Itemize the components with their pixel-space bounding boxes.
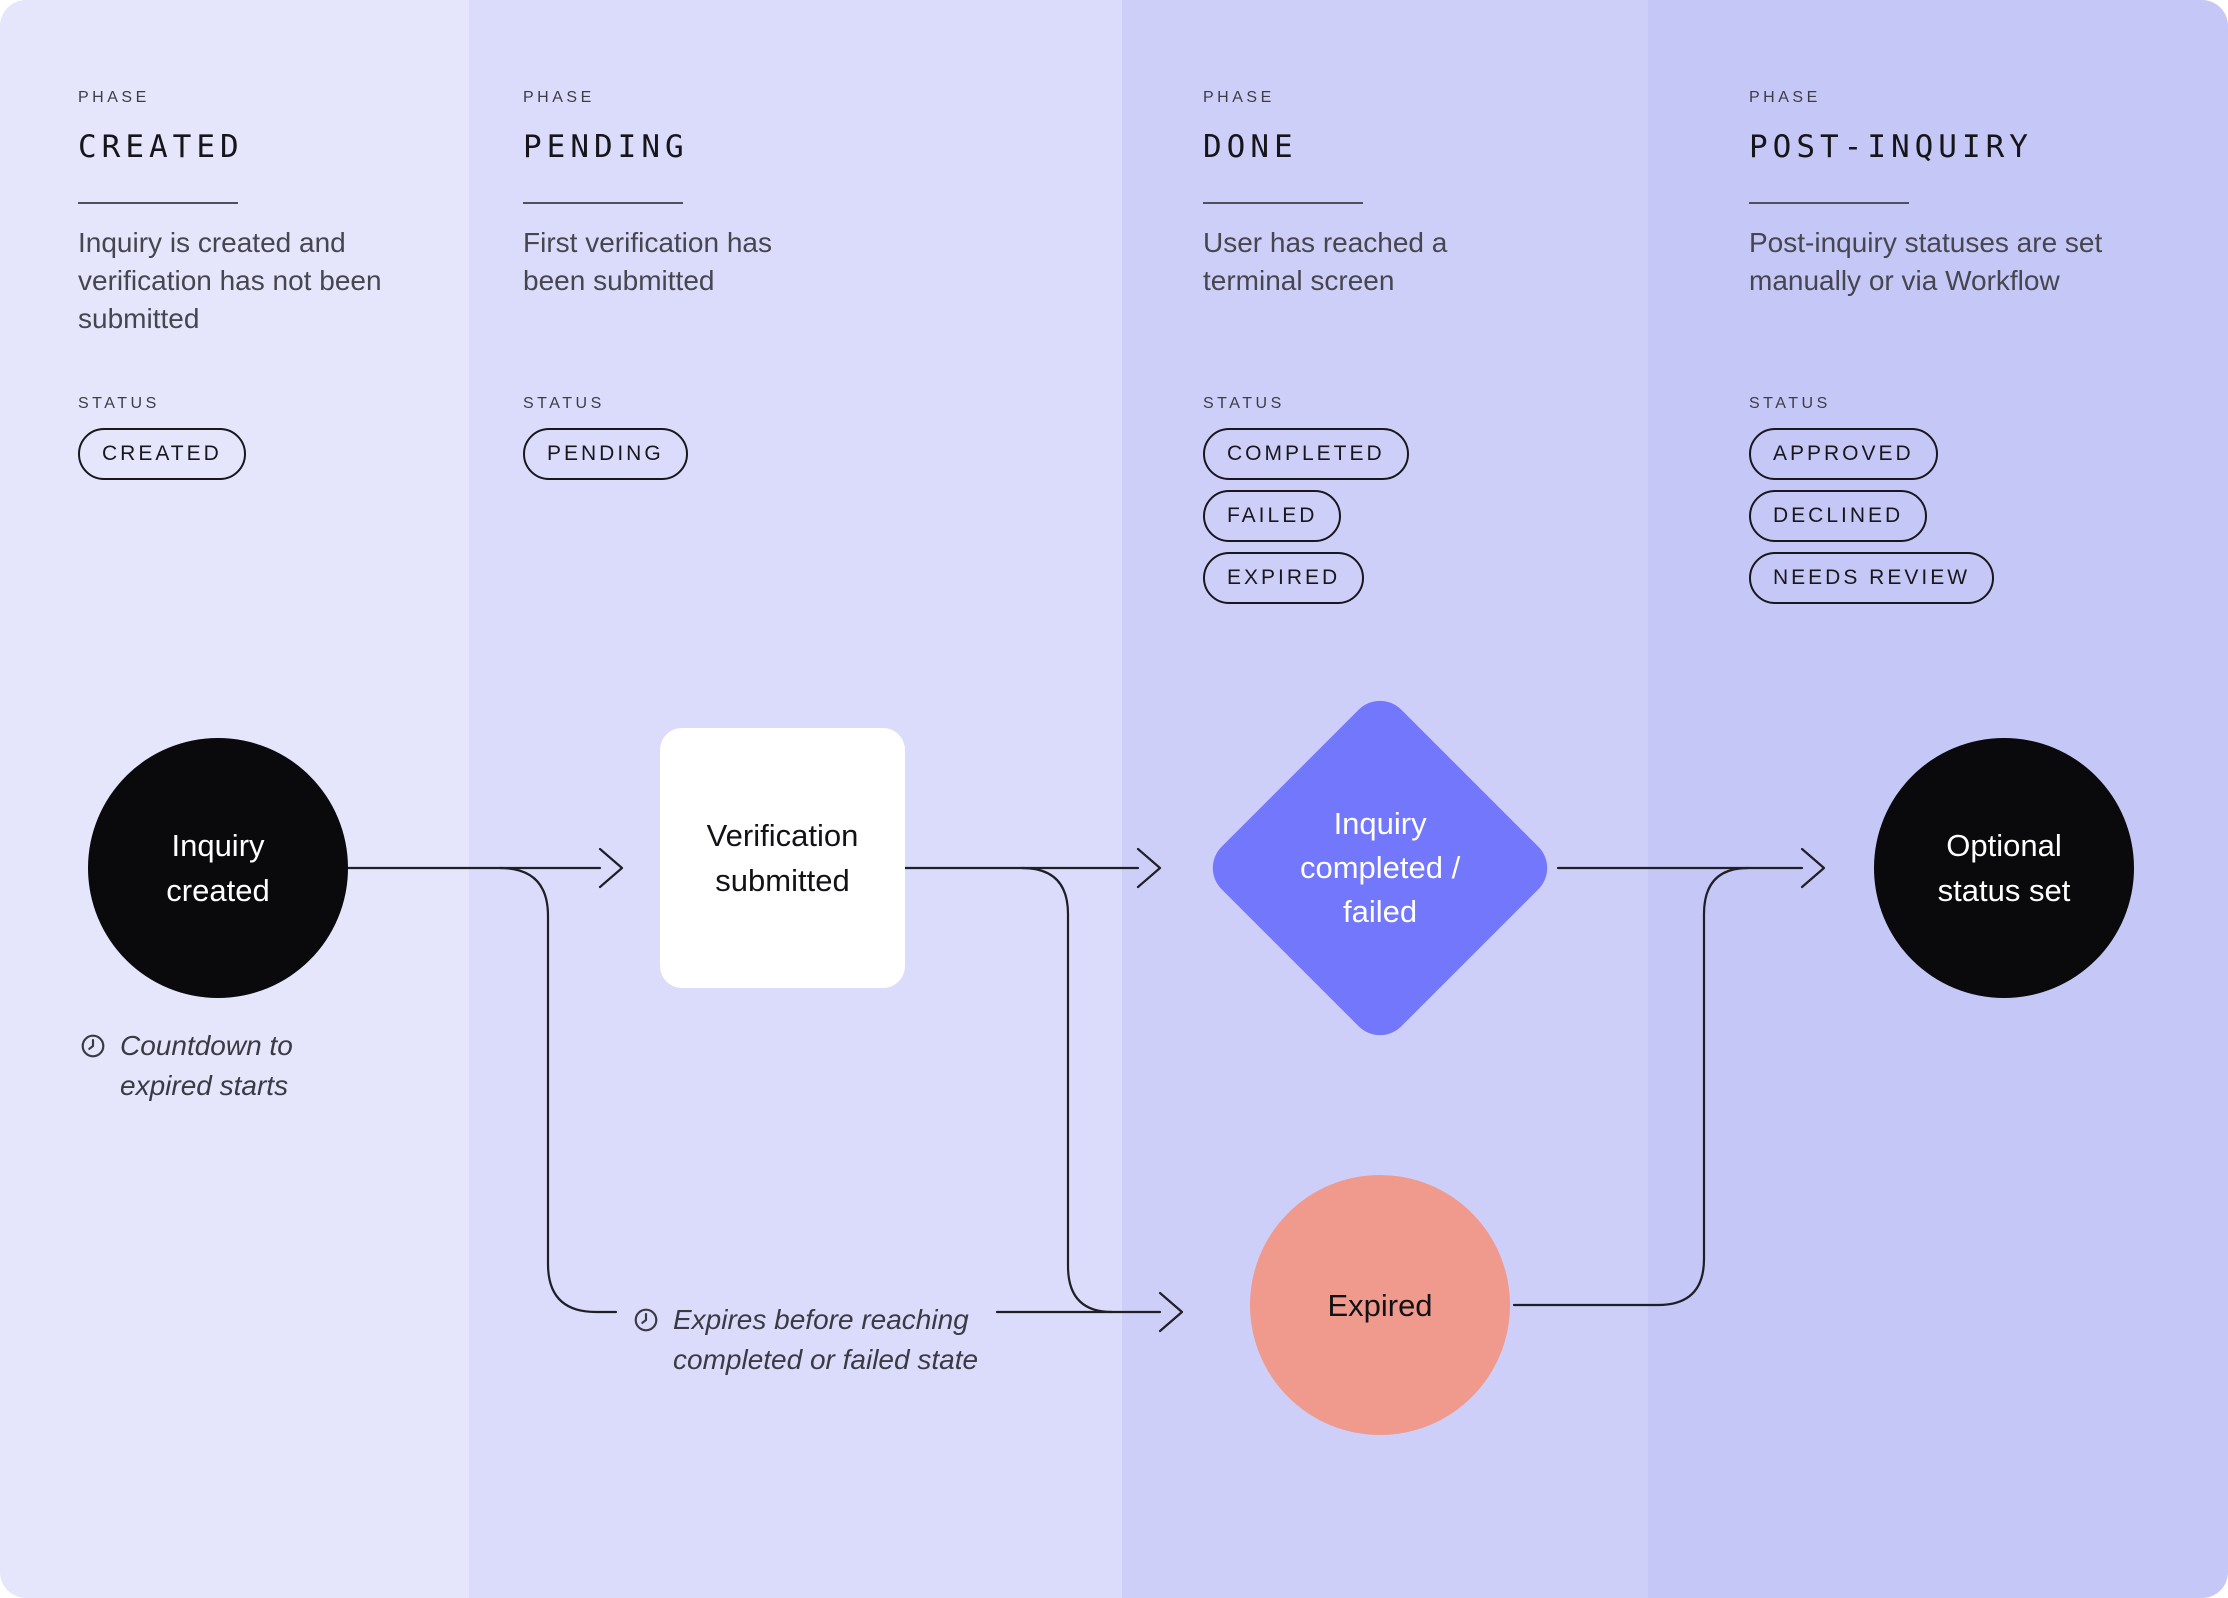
- node-optional-status-set: Optional status set: [1874, 738, 2134, 998]
- status-badge-declined: DECLINED: [1749, 490, 1928, 542]
- clock-icon: [634, 1308, 658, 1332]
- phase-title-post-inquiry: POST-INQUIRY: [1749, 129, 2033, 165]
- divider: [1749, 202, 1909, 204]
- node-verification-submitted: Verification submitted: [660, 728, 905, 988]
- divider: [1203, 202, 1363, 204]
- phase-header-created: PHASE CREATED Inquiry is created and ver…: [78, 88, 382, 338]
- phase-title-done: DONE: [1203, 129, 1298, 165]
- status-badge-approved: APPROVED: [1749, 428, 1938, 480]
- status-label: STATUS: [1749, 395, 1831, 412]
- clock-icon: [81, 1034, 105, 1058]
- status-badge-completed: COMPLETED: [1203, 428, 1409, 480]
- phase-description: User has reached a terminal screen: [1203, 227, 1448, 296]
- status-label: STATUS: [78, 395, 160, 412]
- phase-header-done: PHASE DONE User has reached a terminal s…: [1203, 88, 1447, 300]
- divider: [78, 202, 238, 204]
- node-expired: Expired: [1250, 1175, 1510, 1435]
- divider: [523, 202, 683, 204]
- phase-description: Inquiry is created and verification has …: [78, 227, 382, 334]
- phase-label: PHASE: [78, 89, 150, 106]
- note-expires-before-terminal: Expires before reaching completed or fai…: [633, 1300, 978, 1380]
- status-block-post-inquiry: STATUS APPROVED DECLINED NEEDS REVIEW: [1749, 394, 1995, 604]
- note-countdown-to-expired: Countdown to expired starts: [80, 1026, 293, 1106]
- status-badge-created: CREATED: [78, 428, 246, 480]
- status-block-created: STATUS CREATED: [78, 394, 246, 480]
- phase-label: PHASE: [1203, 89, 1275, 106]
- phase-title-pending: PENDING: [523, 129, 689, 165]
- phase-title-created: CREATED: [78, 129, 244, 165]
- status-badge-expired: EXPIRED: [1203, 552, 1365, 604]
- node-inquiry-created: Inquiry created: [88, 738, 348, 998]
- status-label: STATUS: [523, 395, 605, 412]
- phase-column-created: PHASE CREATED Inquiry is created and ver…: [0, 0, 469, 1598]
- phase-description: Post-inquiry statuses are set manually o…: [1749, 227, 2103, 296]
- status-block-done: STATUS COMPLETED FAILED EXPIRED: [1203, 394, 1409, 604]
- status-label: STATUS: [1203, 395, 1285, 412]
- status-badge-pending: PENDING: [523, 428, 688, 480]
- status-badge-needs-review: NEEDS REVIEW: [1749, 552, 1995, 604]
- status-block-pending: STATUS PENDING: [523, 394, 688, 480]
- status-badge-failed: FAILED: [1203, 490, 1342, 542]
- phase-header-pending: PHASE PENDING First verification has bee…: [523, 88, 772, 300]
- phase-label: PHASE: [523, 89, 595, 106]
- phase-description: First verification has been submitted: [523, 227, 772, 296]
- phase-label: PHASE: [1749, 89, 1821, 106]
- phase-header-post-inquiry: PHASE POST-INQUIRY Post-inquiry statuses…: [1749, 88, 2102, 300]
